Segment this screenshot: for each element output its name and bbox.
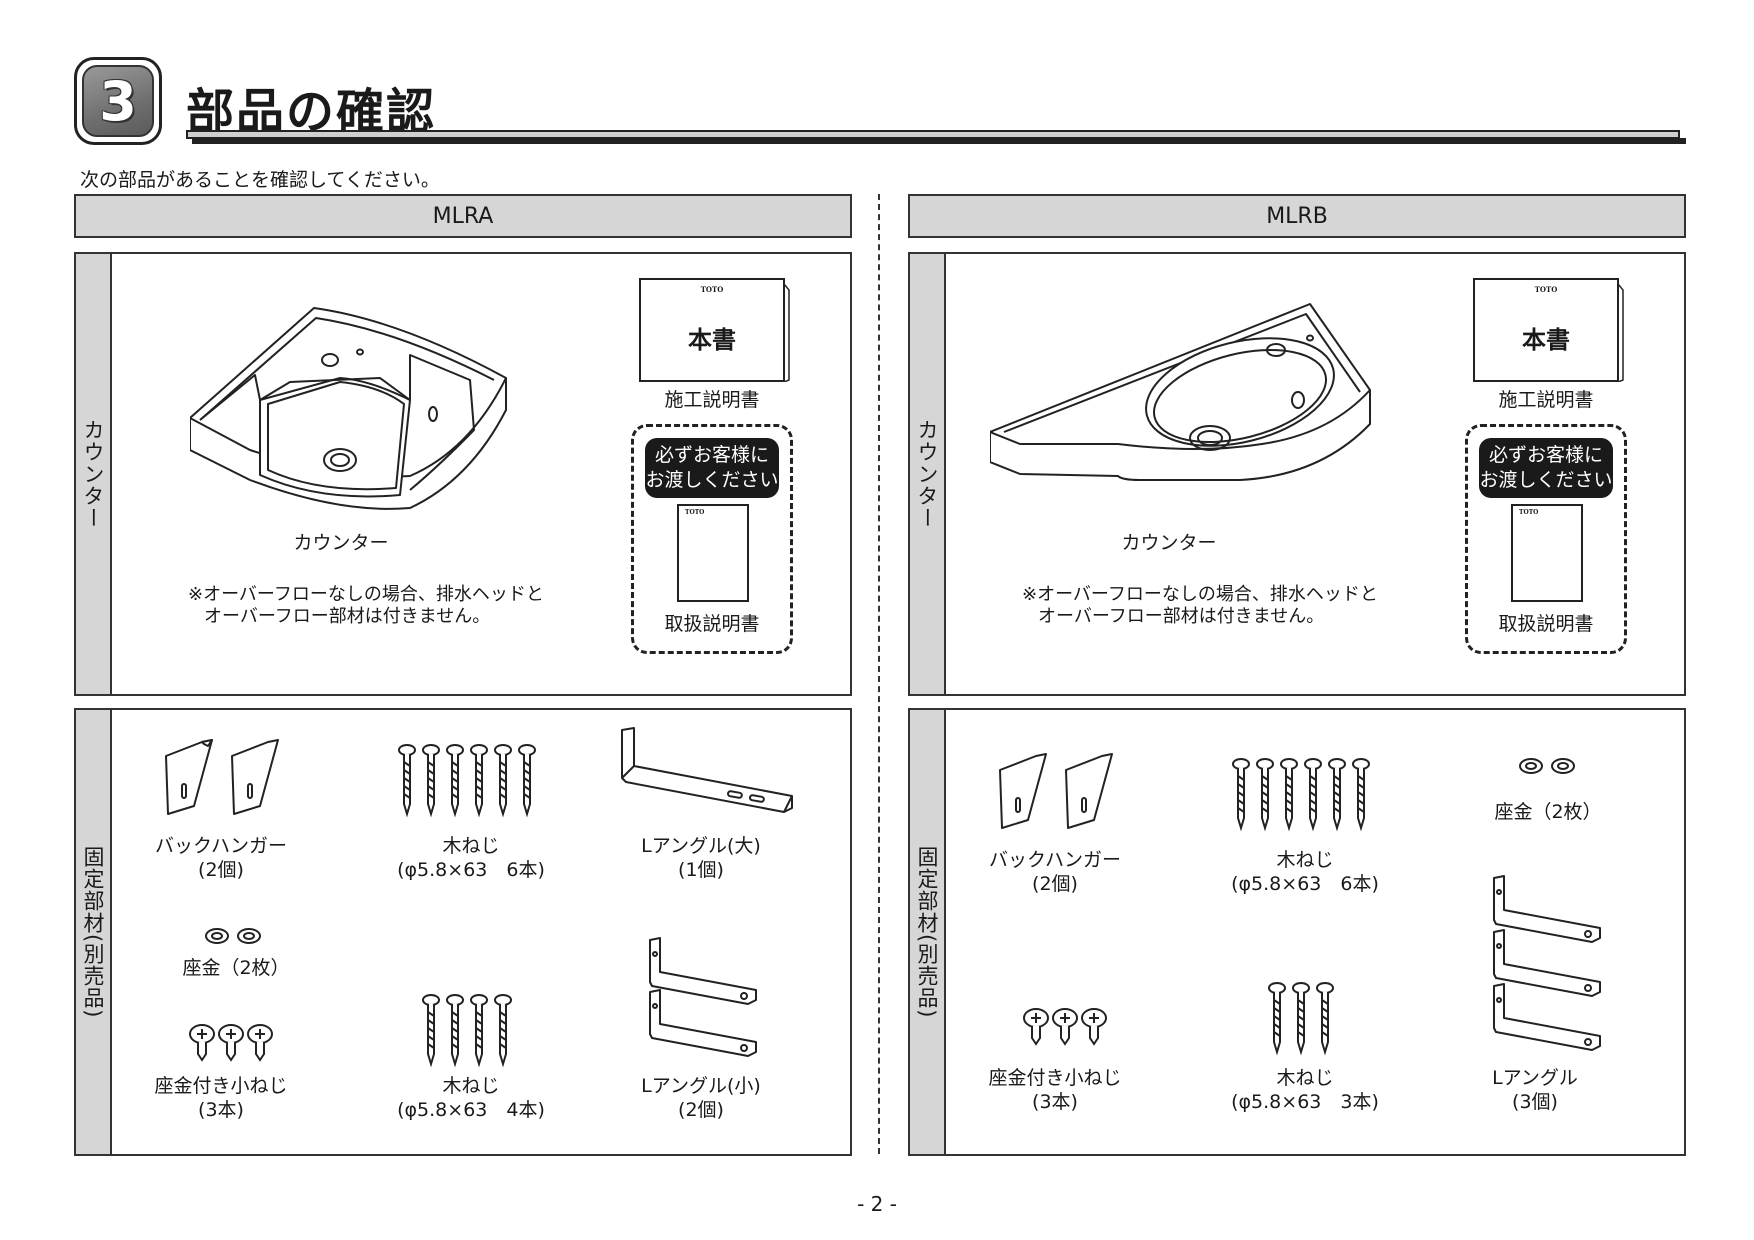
part-wood-screw-3: 木ねじ(φ5.8×63 3本) bbox=[1231, 1067, 1379, 1113]
wood-screw-6-illustration bbox=[1232, 758, 1370, 829]
washer-illustration bbox=[1519, 758, 1575, 774]
section-number: 3 bbox=[99, 69, 137, 133]
wood-screw-4-illustration bbox=[422, 994, 512, 1065]
part-washer-screw: 座金付き小ねじ(3本) bbox=[988, 1067, 1122, 1113]
part-l-angle-small: Lアングル(小)(2個) bbox=[641, 1075, 761, 1121]
back-hanger-illustration bbox=[165, 739, 279, 815]
model-header: MLRB bbox=[908, 194, 1686, 238]
column-divider bbox=[878, 194, 880, 1154]
counter-panel: カウンター カウンター ※オーバーフローなしの場合、排水ヘッドと オーバーフロー… bbox=[908, 252, 1686, 696]
counter-tab: カウンター bbox=[910, 254, 946, 694]
part-back-hanger: バックハンガー(2個) bbox=[154, 835, 288, 881]
counter-panel: カウンター カウンター ※オーバーフローなしの場合、排水ヘッドと オーバーフロー… bbox=[74, 252, 852, 696]
part-l-angle-large: Lアングル(大)(1個) bbox=[641, 835, 761, 881]
overflow-note-line1: ※オーバーフローなしの場合、排水ヘッドと bbox=[1022, 584, 1378, 605]
parts-panel: 固定部材(別売品) バックハンガー(2個) 木ねじ(φ5.8×63 6本) bbox=[74, 708, 852, 1156]
back-hanger-illustration bbox=[999, 753, 1113, 829]
intro-text: 次の部品があることを確認してください。 bbox=[80, 169, 440, 191]
installation-manual: TOTO 本書 bbox=[639, 278, 785, 382]
title-rule bbox=[186, 130, 1686, 146]
manual-book-text: 本書 bbox=[1522, 326, 1570, 354]
part-washer: 座金（2枚） bbox=[182, 957, 290, 979]
parts-tab: 固定部材(別売品) bbox=[76, 710, 112, 1154]
handover-badge: 必ずお客様にお渡しください bbox=[1479, 438, 1613, 498]
part-washer: 座金（2枚） bbox=[1494, 801, 1602, 823]
wood-screw-6-illustration bbox=[398, 744, 536, 818]
overflow-note-line1: ※オーバーフローなしの場合、排水ヘッドと bbox=[188, 584, 544, 605]
overflow-note-line2: オーバーフロー部材は付きません。 bbox=[1038, 606, 1325, 627]
handover-box bbox=[1465, 424, 1627, 654]
wood-screw-3-illustration bbox=[1268, 982, 1334, 1053]
installation-manual-label: 施工説明書 bbox=[664, 389, 760, 411]
user-manual: TOTO bbox=[677, 504, 749, 602]
part-l-angle: Lアングル(3個) bbox=[1492, 1067, 1578, 1113]
manual-book-text: 本書 bbox=[688, 326, 736, 354]
parts-panel: 固定部材(別売品) バックハンガー(2個) 木ねじ(φ5.8×63 6本) 座金… bbox=[908, 708, 1686, 1156]
counter-label: カウンター bbox=[293, 532, 389, 554]
l-angle-large-illustration bbox=[621, 727, 793, 813]
wide-counter-illustration bbox=[990, 303, 1371, 481]
page-number: - 2 - bbox=[857, 1192, 897, 1216]
washer-screw-illustration bbox=[1023, 1008, 1107, 1045]
counter-tab: カウンター bbox=[76, 254, 112, 694]
user-manual: TOTO bbox=[1511, 504, 1583, 602]
manual-pages-edge bbox=[1618, 283, 1624, 382]
column-mlrb: MLRB カウンター カウンター ※オーバーフローなしの場合、排水ヘッドと オー… bbox=[908, 194, 1686, 1156]
part-washer-screw: 座金付き小ねじ(3本) bbox=[154, 1075, 288, 1121]
handover-box bbox=[631, 424, 793, 654]
booklet-brand: TOTO bbox=[685, 509, 705, 516]
installation-manual-label: 施工説明書 bbox=[1498, 389, 1594, 411]
part-wood-screw-6: 木ねじ(φ5.8×63 6本) bbox=[1231, 849, 1379, 895]
part-back-hanger: バックハンガー(2個) bbox=[988, 849, 1122, 895]
manual-brand: TOTO bbox=[700, 285, 724, 294]
overflow-note-line2: オーバーフロー部材は付きません。 bbox=[204, 606, 491, 627]
column-mlra: MLRA カウンター カウンター ※オーバーフローなしの場合、排水ヘッドと bbox=[74, 194, 852, 1156]
l-angle-small-illustration bbox=[649, 937, 757, 1057]
handover-badge: 必ずお客様にお渡しください bbox=[645, 438, 779, 498]
l-angle-illustration bbox=[1493, 875, 1601, 1051]
counter-label: カウンター bbox=[1121, 532, 1217, 554]
manual-brand: TOTO bbox=[1534, 285, 1558, 294]
corner-counter-illustration bbox=[190, 307, 507, 510]
booklet-brand: TOTO bbox=[1519, 509, 1539, 516]
part-wood-screw-4: 木ねじ(φ5.8×63 4本) bbox=[397, 1075, 545, 1121]
parts-tab: 固定部材(別売品) bbox=[910, 710, 946, 1154]
user-manual-label: 取扱説明書 bbox=[664, 613, 760, 635]
part-wood-screw-6: 木ねじ(φ5.8×63 6本) bbox=[397, 835, 545, 881]
manual-pages-edge bbox=[784, 283, 790, 382]
user-manual-label: 取扱説明書 bbox=[1498, 613, 1594, 635]
installation-manual: TOTO 本書 bbox=[1473, 278, 1619, 382]
section-badge: 3 bbox=[74, 57, 162, 145]
washer-illustration bbox=[205, 928, 261, 944]
model-header: MLRA bbox=[74, 194, 852, 238]
washer-screw-illustration bbox=[189, 1024, 273, 1062]
